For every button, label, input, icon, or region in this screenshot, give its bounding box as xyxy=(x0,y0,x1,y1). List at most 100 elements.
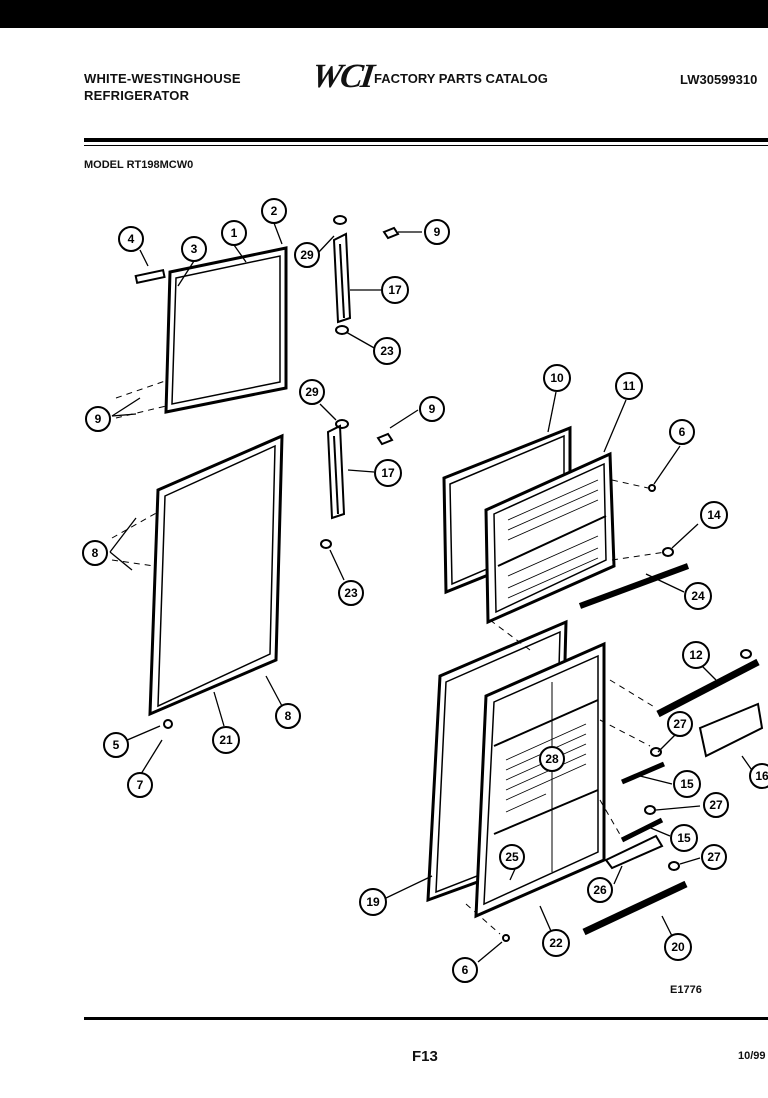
callout-17-upper: 17 xyxy=(381,276,409,304)
screw-6-upper xyxy=(648,484,656,492)
callout-15-lower: 15 xyxy=(670,824,698,852)
part-4 xyxy=(134,268,166,285)
assembly-guide-lines xyxy=(111,379,667,935)
svg-text:16: 16 xyxy=(755,769,768,783)
callout-21: 22 xyxy=(542,929,570,957)
fresh-food-inner-door-liner xyxy=(474,641,606,919)
part-23-lower xyxy=(320,539,332,549)
callout-23-upper: 23 xyxy=(373,337,401,365)
svg-text:27: 27 xyxy=(709,798,723,812)
svg-text:4: 4 xyxy=(128,232,135,246)
svg-text:15: 15 xyxy=(680,777,694,791)
hinge-bar-upper xyxy=(332,232,352,324)
svg-text:6: 6 xyxy=(679,425,686,439)
footer-date: 10/99 xyxy=(738,1050,766,1062)
callout-16: 16 xyxy=(749,763,768,789)
product-type: REFRIGERATOR xyxy=(84,88,190,103)
callout-28: 28 xyxy=(539,746,565,772)
part-26-c xyxy=(668,861,680,871)
svg-text:29: 29 xyxy=(300,248,314,262)
shelf-bar-15-upper xyxy=(621,761,665,785)
svg-text:19: 19 xyxy=(366,895,380,909)
callout-10: 10 xyxy=(543,364,571,392)
callout-29-lower: 29 xyxy=(299,379,325,405)
callout-2: 2 xyxy=(261,198,287,224)
catalog-title: FACTORY PARTS CATALOG xyxy=(374,71,548,86)
hinge-bar-lower xyxy=(326,424,346,520)
svg-text:9: 9 xyxy=(434,225,441,239)
callout-6-lower: 6 xyxy=(452,957,478,983)
svg-text:26: 26 xyxy=(593,883,607,897)
callout-6-upper: 6 xyxy=(669,419,695,445)
part-29-lower xyxy=(335,419,349,429)
svg-text:12: 12 xyxy=(689,648,703,662)
callout-8-left: 8 xyxy=(82,540,108,566)
butter-bin-25 xyxy=(604,834,664,870)
callout-23-lower: 23 xyxy=(338,580,364,606)
svg-text:11: 11 xyxy=(623,379,636,393)
svg-text:27: 27 xyxy=(707,850,721,864)
callout-1: 1 xyxy=(221,220,247,246)
svg-text:1: 1 xyxy=(231,226,238,240)
svg-text:29: 29 xyxy=(305,385,319,399)
callout-27: 25 xyxy=(499,844,525,870)
callout-4: 4 xyxy=(118,226,144,252)
svg-text:8: 8 xyxy=(285,709,292,723)
callout-3: 3 xyxy=(181,236,207,262)
callout-9-lower: 9 xyxy=(419,396,445,422)
shelf-bar-12 xyxy=(656,658,760,718)
callout-9-left-upper: 9 xyxy=(85,406,111,432)
svg-text:6: 6 xyxy=(462,963,469,977)
shelf-bar-24 xyxy=(578,563,690,609)
callout-14: 14 xyxy=(700,501,728,529)
callout-29-upper: 29 xyxy=(294,242,320,268)
part-26-b xyxy=(644,805,656,815)
callout-26-c: 27 xyxy=(701,844,727,870)
header-rule xyxy=(84,138,768,142)
model-label: MODEL RT198MCW0 xyxy=(84,159,194,171)
callout-22: 21 xyxy=(212,726,240,754)
svg-text:15: 15 xyxy=(677,831,691,845)
part-26-a xyxy=(650,747,662,757)
callout-25: 26 xyxy=(587,877,613,903)
svg-text:9: 9 xyxy=(95,412,102,426)
freezer-door-gasket xyxy=(164,246,288,414)
part-5 xyxy=(163,719,173,729)
shelf-bar-15-lower xyxy=(620,817,664,843)
svg-text:3: 3 xyxy=(191,242,198,256)
callout-20: 20 xyxy=(664,933,692,961)
svg-text:5: 5 xyxy=(113,738,120,752)
svg-text:2: 2 xyxy=(271,204,278,218)
svg-text:27: 27 xyxy=(673,717,687,731)
callout-12: 12 xyxy=(682,641,710,669)
callout-19: 19 xyxy=(359,888,387,916)
dairy-door-16 xyxy=(698,702,764,758)
svg-text:17: 17 xyxy=(388,283,402,297)
footer-rule xyxy=(84,1017,768,1020)
callout-8-right: 8 xyxy=(275,703,301,729)
svg-text:17: 17 xyxy=(381,466,395,480)
callout-7: 7 xyxy=(127,772,153,798)
page-number: F13 xyxy=(412,1048,438,1065)
svg-text:7: 7 xyxy=(137,778,144,792)
document-number: LW30599310 xyxy=(680,72,758,87)
svg-text:20: 20 xyxy=(671,940,685,954)
svg-text:9: 9 xyxy=(429,402,436,416)
svg-text:24: 24 xyxy=(691,589,705,603)
callout-layer: 1 2 3 4 29 9 17 23 9 29 9 17 23 8 5 7 21… xyxy=(82,198,768,983)
screw-6-lower xyxy=(502,934,510,942)
part-29-upper xyxy=(333,215,347,225)
part-18 xyxy=(740,649,752,659)
svg-text:23: 23 xyxy=(344,586,358,600)
freezer-inner-door-liner xyxy=(484,451,616,625)
brand-name: WHITE-WESTINGHOUSE xyxy=(84,71,241,86)
callout-9-upper: 9 xyxy=(424,219,450,245)
svg-text:22: 22 xyxy=(549,936,563,950)
figure-code: E1776 xyxy=(670,984,702,996)
screw-9-upper xyxy=(382,226,400,240)
svg-text:14: 14 xyxy=(707,508,721,522)
svg-text:28: 28 xyxy=(545,752,559,766)
brand-block: WHITE-WESTINGHOUSE REFRIGERATOR xyxy=(84,70,241,104)
svg-text:25: 25 xyxy=(505,850,519,864)
